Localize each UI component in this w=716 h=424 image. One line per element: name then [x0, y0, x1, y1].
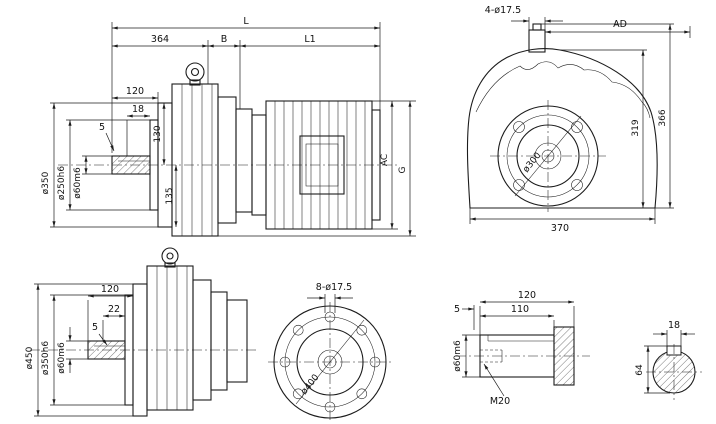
dim-label-4-holes: 4-ø17.5 [485, 5, 521, 16]
bolt-hole [571, 179, 583, 191]
bolt-hole [513, 179, 525, 191]
dim-label-dia350h6: ø350h6 [41, 341, 51, 375]
dim-label-dia450: ø450 [25, 346, 35, 369]
dim-label-G: G [398, 166, 408, 173]
bolt-hole [292, 388, 304, 400]
dim-label-18: 18 [668, 320, 680, 331]
dim-label-319: 319 [631, 119, 641, 136]
dim-label-120: 120 [101, 284, 119, 295]
dim-label-B: B [221, 34, 228, 45]
dimensions-shaft-detail: 120 110 5 ø60m6 M20 [453, 290, 575, 407]
eyebolt-icon [185, 62, 205, 82]
dim-label-dia60m6: ø60m6 [57, 342, 67, 374]
flange-outer-circle [273, 305, 387, 419]
bolt-hole [369, 356, 381, 368]
dim-label-5: 5 [99, 122, 105, 133]
view-shaft-end: 18 64 [635, 320, 702, 400]
dimensions-gear-side: 120 22 5 ø450 ø350h6 ø60m6 [25, 283, 133, 417]
dim-label-5: 5 [454, 304, 460, 315]
dim-label-L1: L1 [304, 34, 315, 45]
eyebolt-icon [161, 247, 179, 265]
view-gear-side: 120 22 5 ø450 ø350h6 ø60m6 [25, 247, 256, 417]
dim-label-8-holes: 8-ø17.5 [316, 282, 352, 293]
dim-label-5: 5 [92, 322, 98, 333]
output-shaft [111, 155, 151, 175]
dim-label-370: 370 [551, 223, 569, 234]
dim-label-364: 364 [151, 34, 169, 45]
view-motor-side: L 364 B L1 120 18 5 130 135 ø350 ø250h6 … [41, 16, 416, 237]
bolt-hole [513, 121, 525, 133]
dim-label-120: 120 [518, 290, 536, 301]
motor-end-cap [371, 109, 381, 221]
bolt-hole [571, 121, 583, 133]
dim-label-L: L [243, 16, 249, 27]
dim-label-135: 135 [165, 187, 175, 204]
dim-label-dia60m6: ø60m6 [73, 167, 83, 199]
dim-label-120: 120 [126, 86, 144, 97]
shaft-shoulder [553, 326, 575, 386]
dim-label-22: 22 [108, 304, 120, 315]
dim-label-18: 18 [132, 104, 144, 115]
dim-label-130: 130 [153, 125, 163, 142]
output-shaft [87, 340, 126, 360]
dim-label-110: 110 [511, 304, 529, 315]
dim-label-AC: AC [380, 154, 390, 166]
dimensions-shaft-end: 18 64 [635, 320, 695, 394]
dim-label-AD: AD [613, 19, 627, 30]
bolt-hole [324, 401, 336, 413]
dim-label-dia250h6: ø250h6 [57, 166, 67, 200]
dimensions-motor-side: L 364 B L1 120 18 5 130 135 ø350 ø250h6 … [41, 16, 416, 237]
dim-label-M20: M20 [490, 396, 510, 407]
view-shaft-detail: 120 110 5 ø60m6 M20 [453, 290, 590, 407]
dim-label-366: 366 [658, 109, 668, 126]
bolt-hole [279, 356, 291, 368]
dim-label-dia60m6: ø60m6 [453, 340, 463, 372]
input-stub [226, 299, 248, 383]
dim-label-64: 64 [635, 364, 645, 376]
bolt-hole [324, 311, 336, 323]
bolt-hole [356, 388, 368, 400]
dim-label-dia350: ø350 [41, 171, 51, 194]
bolt-hole [356, 324, 368, 336]
housing-outline [466, 48, 658, 209]
bolt-hole [292, 324, 304, 336]
